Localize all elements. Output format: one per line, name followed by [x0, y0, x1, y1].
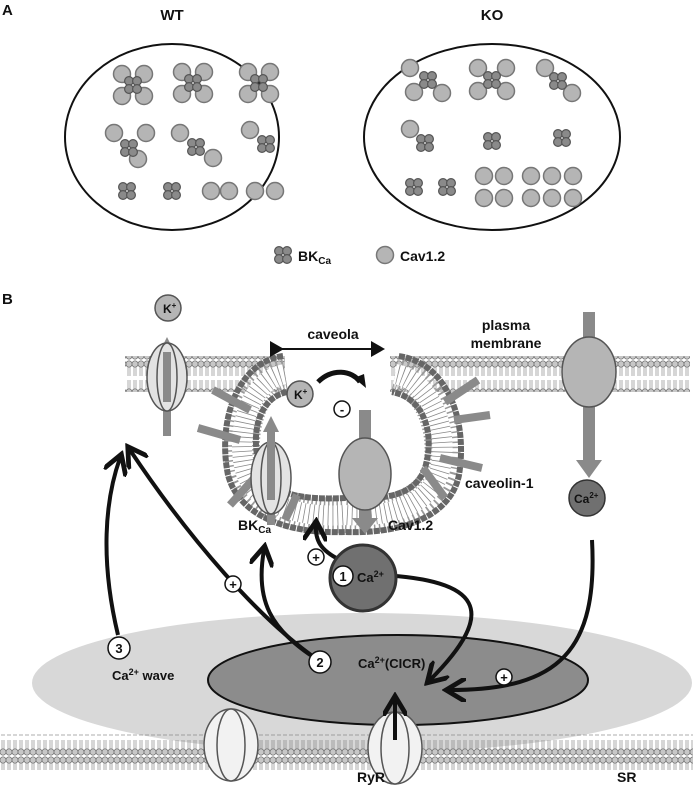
panel-b-label: B: [2, 291, 13, 308]
caveola-label: caveola: [307, 326, 359, 342]
ryr-channel-left: [203, 708, 259, 782]
minus-badge: [333, 400, 351, 418]
plasma-membrane-right: [390, 356, 690, 392]
caveolin-label: caveolin-1: [465, 475, 534, 491]
step-3-num: 3: [115, 641, 122, 656]
cav-caveola-label: Cav1.2: [388, 517, 433, 533]
plus-badge-3: [495, 668, 513, 686]
cicr-label: Ca2+(CICR): [358, 655, 425, 671]
k-ion-top-label: K+: [163, 301, 177, 316]
k-ion-mid: [286, 380, 314, 408]
signal-arrows: [106, 450, 595, 690]
plasma-label-1: plasma: [482, 317, 530, 333]
step-2-badge: [308, 650, 332, 674]
plasma-label-2: membrane: [471, 335, 542, 351]
panel-a-label: A: [2, 2, 13, 19]
plus-text-3: +: [500, 670, 508, 685]
caveolin-rods: [196, 376, 491, 522]
ca-wave-label: Ca2+ wave: [112, 667, 174, 683]
k-ion-mid-label: K+: [294, 387, 308, 402]
plus-badge-1: [307, 548, 325, 566]
sr-membrane: [0, 734, 693, 770]
legend-a: BKCa Cav1.2: [274, 245, 445, 267]
plus-badge-2: [224, 575, 242, 593]
bk-channel-caveola: [250, 416, 292, 525]
cav-channel-surface: [561, 312, 617, 478]
legend-cav-label: Cav1.2: [400, 248, 445, 264]
ko-title: KO: [481, 7, 504, 24]
step-3-badge: [107, 636, 131, 660]
sr-label: SR: [617, 769, 636, 785]
inhibition-arrow: [316, 369, 363, 384]
legend-bk-label: BKCa: [298, 248, 331, 267]
ca-cloud: [328, 543, 398, 613]
ryr-label: RyR: [357, 769, 385, 785]
ca-cloud-label: Ca2+: [357, 569, 384, 585]
bk-channel-surface: [146, 337, 188, 436]
minus-text: -: [340, 402, 344, 417]
step-1-num: 1: [339, 569, 346, 584]
cav-channel-caveola: [338, 410, 392, 534]
step-1-badge: [332, 565, 354, 587]
bk-caveola-label: BKCa: [238, 517, 271, 536]
plus-text-2: +: [229, 577, 237, 592]
plus-text-1: +: [312, 550, 320, 565]
ca-ion-right-label: Ca2+: [574, 491, 599, 506]
k-ion-top: [154, 294, 182, 322]
ryr-channel-center: [367, 700, 423, 785]
ca-ion-right: [568, 479, 606, 517]
wt-title: WT: [160, 7, 183, 24]
step-2-num: 2: [316, 655, 323, 670]
